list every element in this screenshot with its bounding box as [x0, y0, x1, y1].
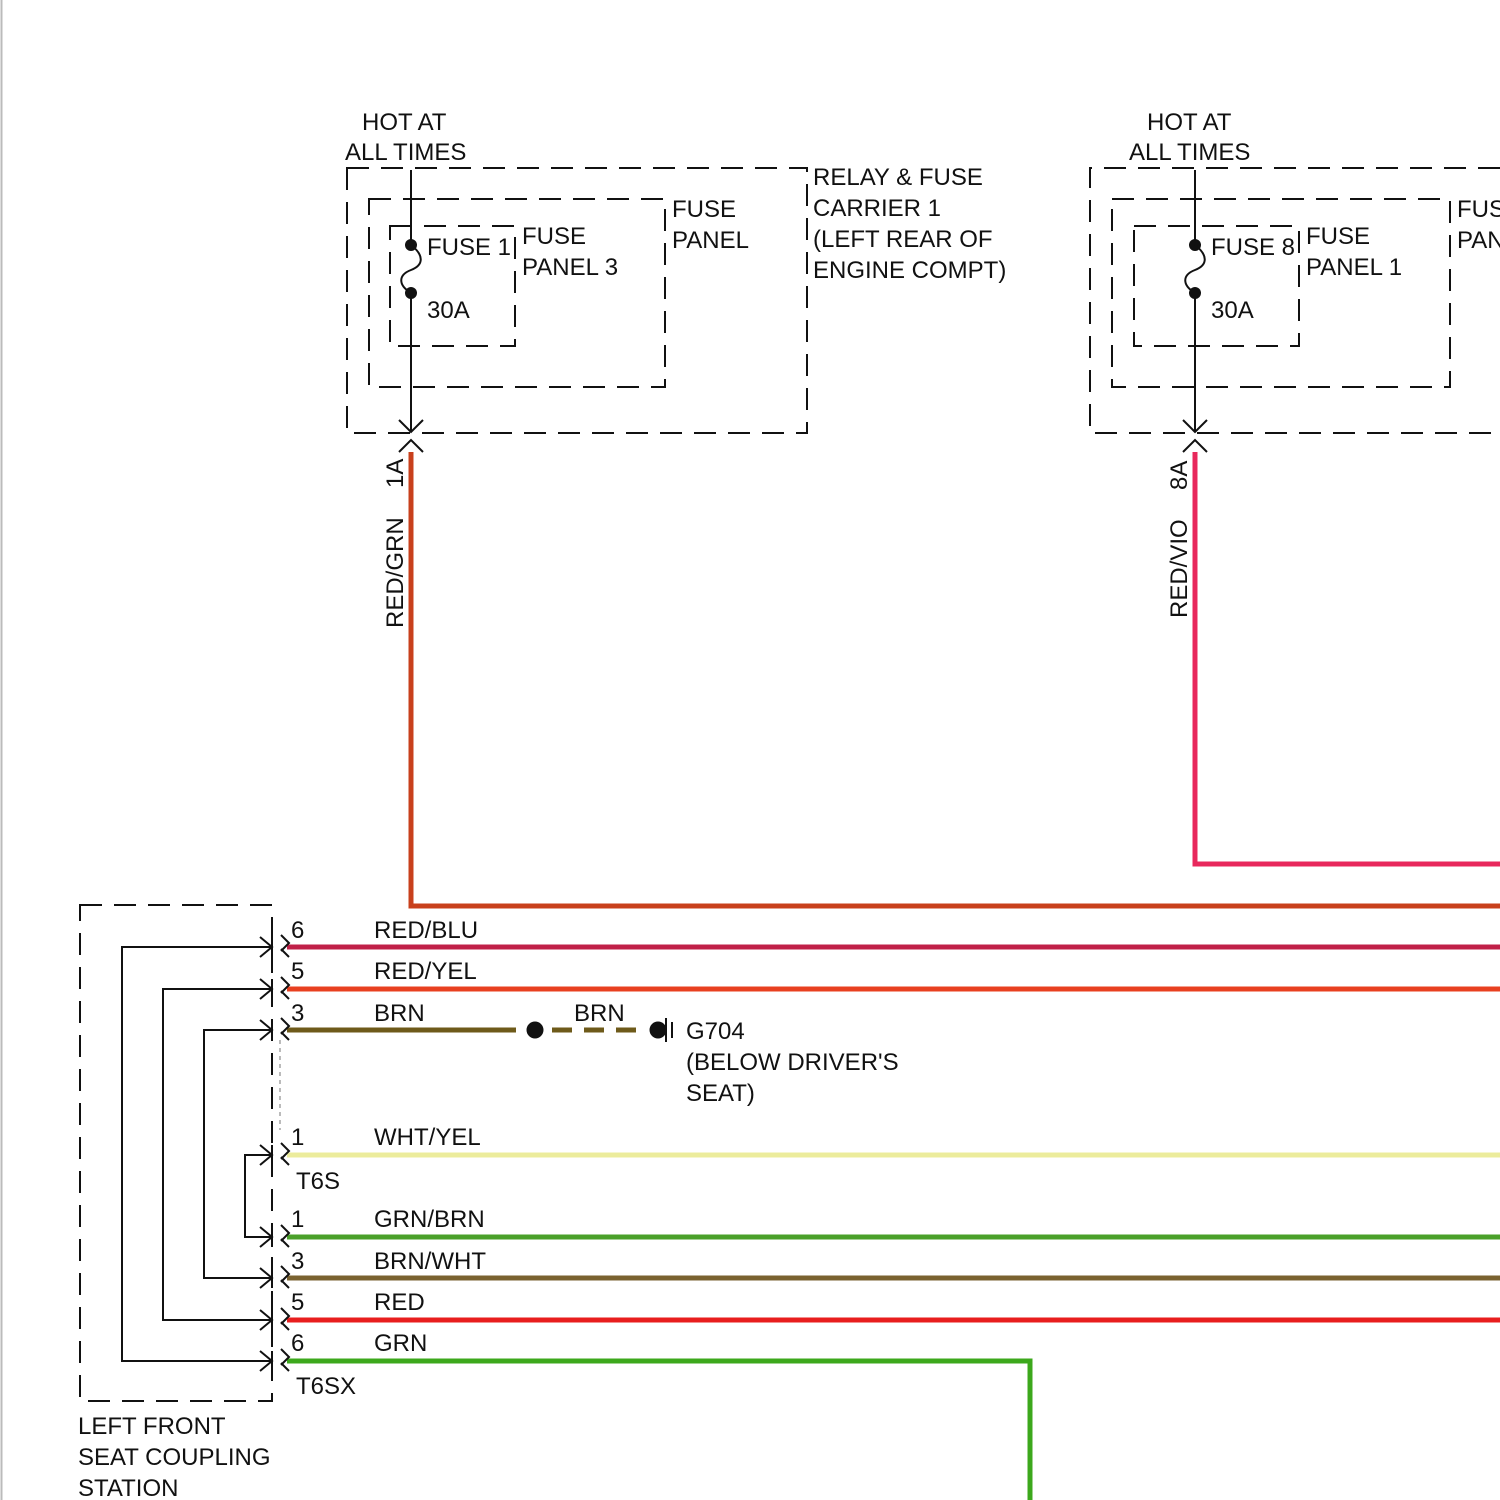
connector-t6s-name: T6S — [296, 1168, 340, 1195]
station-label-line2: SEAT COUPLING — [78, 1444, 271, 1471]
wire-red-vio-label: RED/VIO — [1166, 519, 1193, 618]
carrier-label-line2: CARRIER 1 — [813, 195, 941, 222]
fuse-panel-2-box — [1112, 199, 1450, 387]
fuse-1-rating: 30A — [427, 297, 470, 324]
connector-socket-1a-icon — [399, 440, 423, 452]
hot-label-1-line2: ALL TIMES — [345, 139, 466, 166]
fuse-8-rating: 30A — [1211, 297, 1254, 324]
ground-dot — [650, 1022, 667, 1039]
fuse-carrier-2-box — [1090, 168, 1500, 433]
t6sx-pin-1: 1 — [291, 1206, 304, 1233]
seat-coupling-box — [80, 905, 272, 1401]
pin-symbols — [260, 935, 289, 1371]
fuse-panel-1-label-line2: PANEL 1 — [1306, 254, 1402, 281]
t6sx-pin-5: 5 — [291, 1289, 304, 1316]
station-label-line3: STATION — [78, 1475, 178, 1500]
fuse-1-icon — [401, 245, 421, 293]
fuse-panel-label-line1: FUSE — [672, 196, 736, 223]
t6s-pin-5: 5 — [291, 958, 304, 985]
ground-location-line1: (BELOW DRIVER'S — [686, 1049, 899, 1076]
t6sx-wire-1-color: GRN/BRN — [374, 1206, 485, 1233]
fuse-panel-3-label-line2: PANEL 3 — [522, 254, 618, 281]
fuse-1-name: FUSE 1 — [427, 234, 511, 261]
fuse-group-2: HOT AT ALL TIMES FUS PAN FUSE PANEL 1 FU… — [1090, 109, 1500, 618]
t6sx-wire-5-color: RED — [374, 1289, 425, 1316]
jumper-1-1 — [245, 1155, 272, 1237]
fuse-panel-3-label-line1: FUSE — [522, 223, 586, 250]
t6s-wire-6-color: RED/BLU — [374, 917, 478, 944]
connector-socket-8a-icon — [1183, 440, 1207, 452]
t6sx-wire-3-color: BRN/WHT — [374, 1248, 486, 1275]
hot-label-2-line1: HOT AT — [1147, 109, 1232, 136]
wire-red-vio — [1195, 452, 1500, 864]
ground-name: G704 — [686, 1018, 745, 1045]
t6sx-pin-6: 6 — [291, 1330, 304, 1357]
t6s-pin-1: 1 — [291, 1124, 304, 1151]
t6sx-labels: 1 GRN/BRN 3 BRN/WHT 5 RED 6 GRN — [291, 1206, 486, 1357]
station-label-line1: LEFT FRONT — [78, 1413, 226, 1440]
t6s-labels: 6 RED/BLU 5 RED/YEL 3 BRN 1 WHT/YEL — [291, 917, 481, 1151]
wire-grn — [287, 1361, 1030, 1500]
wire-red-grn-label: RED/GRN — [382, 517, 409, 628]
fuse-8-name: FUSE 8 — [1211, 234, 1295, 261]
fuse-8-icon — [1185, 245, 1205, 293]
t6s-pin-3: 3 — [291, 1000, 304, 1027]
carrier-label-line1: RELAY & FUSE — [813, 164, 983, 191]
connector-t6sx-name: T6SX — [296, 1373, 356, 1400]
fuse-panel-2-label-line1: FUS — [1457, 196, 1500, 223]
wire-red-grn — [411, 452, 1500, 906]
carrier-label-line3: (LEFT REAR OF — [813, 226, 993, 253]
relay-fuse-carrier-box — [347, 168, 807, 433]
t6s-wire-5-color: RED/YEL — [374, 958, 477, 985]
hot-label-1-line1: HOT AT — [362, 109, 447, 136]
t6s-pin-6: 6 — [291, 917, 304, 944]
ground-g704: BRN G704 (BELOW DRIVER'S SEAT) — [527, 1000, 899, 1107]
fuse-panel-label-line2: PANEL — [672, 227, 749, 254]
carrier-label-line4: ENGINE COMPT) — [813, 257, 1006, 284]
splice-dot — [527, 1022, 544, 1039]
terminal-8a-label: 8A — [1166, 461, 1193, 490]
hot-label-2-line2: ALL TIMES — [1129, 139, 1250, 166]
fuse-group-1: HOT AT ALL TIMES RELAY & FUSE CARRIER 1 … — [345, 109, 1006, 628]
fuse-panel-2-label-line2: PAN — [1457, 227, 1500, 254]
t6sx-wire-6-color: GRN — [374, 1330, 427, 1357]
ground-wire-label: BRN — [574, 1000, 625, 1027]
t6sx-pin-3: 3 — [291, 1248, 304, 1275]
t6s-wire-1-color: WHT/YEL — [374, 1124, 481, 1151]
t6s-wire-3-color: BRN — [374, 1000, 425, 1027]
terminal-1a-label: 1A — [382, 459, 409, 488]
fuse-panel-1-label-line1: FUSE — [1306, 223, 1370, 250]
seat-coupling-station: T6S T6SX LEFT FRONT SEAT COUPLING STATIO… — [78, 905, 356, 1500]
ground-location-line2: SEAT) — [686, 1080, 755, 1107]
